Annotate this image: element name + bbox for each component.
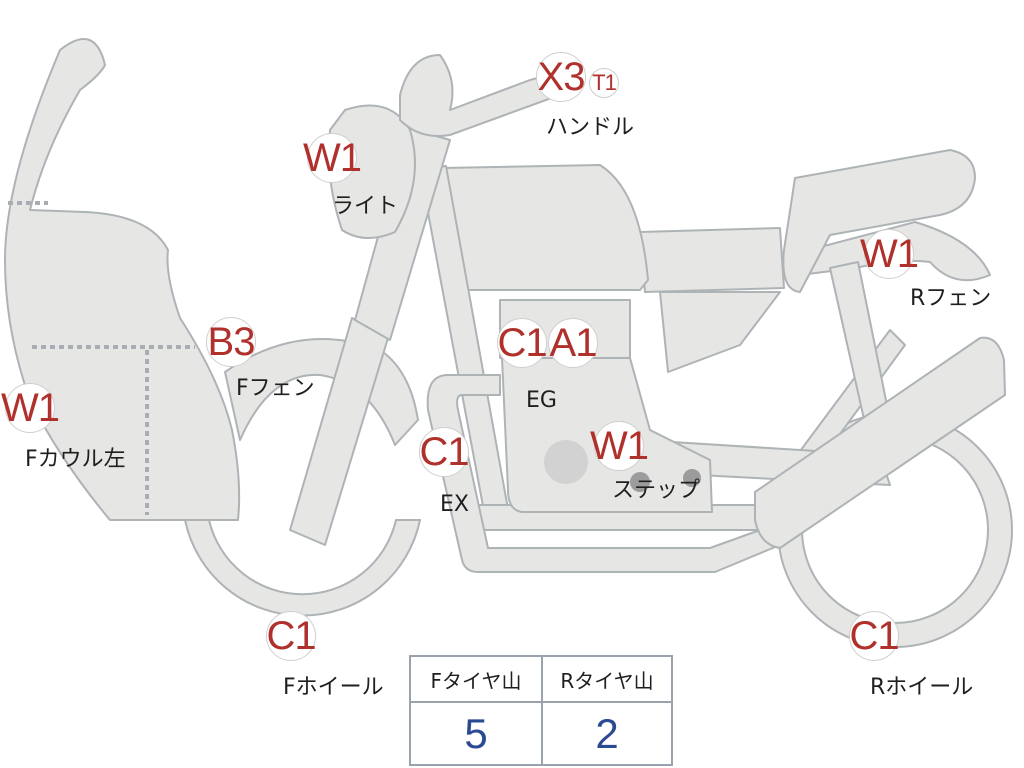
muffler-shape [754,336,1006,549]
front-cowl-shape [4,38,241,521]
part-label-front-wheel: Fホイール [283,675,384,700]
front-wheel-shape [184,519,421,617]
fuel-tank-shape [441,164,649,291]
code-badge-front-wheel: C1 [266,611,317,661]
code-badge-handle-2: T1 [589,68,619,98]
part-label-light: ライト [332,194,399,219]
code-badge-step: W1 [590,421,649,471]
code-badge-rear-wheel: C1 [849,611,900,661]
front-tyre-tread-header: Fタイヤ山 [430,669,522,693]
code-badge-engine-1: C1 [497,318,548,368]
part-label-handle: ハンドル [546,115,635,140]
exhaust-pipe-shape [426,374,781,573]
tyre-tread-table: Fタイヤ山 Rタイヤ山 5 2 [409,655,673,766]
part-label-exhaust: EX [440,492,469,517]
part-label-rear-wheel: Rホイール [870,675,974,700]
part-label-rear-fender: Rフェン [910,286,992,311]
part-label-front-fender: Fフェン [236,376,315,401]
rear-tyre-tread-value: 2 [541,702,671,766]
code-badge-light: W1 [303,133,362,183]
seat-front-shape [639,227,785,293]
seat-shape [782,149,976,293]
handlebar-shape [399,54,569,137]
code-badge-engine-2: A1 [548,318,598,368]
rear-tyre-tread-header: Rタイヤ山 [541,657,671,702]
step-peg-right [683,469,701,487]
code-badge-handle-1: X3 [536,52,586,102]
engine-cover-circle [544,440,588,484]
step-peg-left [630,472,650,492]
part-label-front-cowl-left: Fカウル左 [25,447,126,472]
code-badge-rear-fender: W1 [860,229,919,279]
part-label-engine: EG [526,388,557,413]
code-badge-front-fender: B3 [206,317,256,367]
front-tyre-tread-value: 5 [464,710,488,757]
part-label-step: ステップ [612,478,701,503]
code-badge-front-cowl-left: W1 [1,383,60,433]
side-cover-shape [659,291,781,373]
code-badge-exhaust: C1 [419,427,470,477]
